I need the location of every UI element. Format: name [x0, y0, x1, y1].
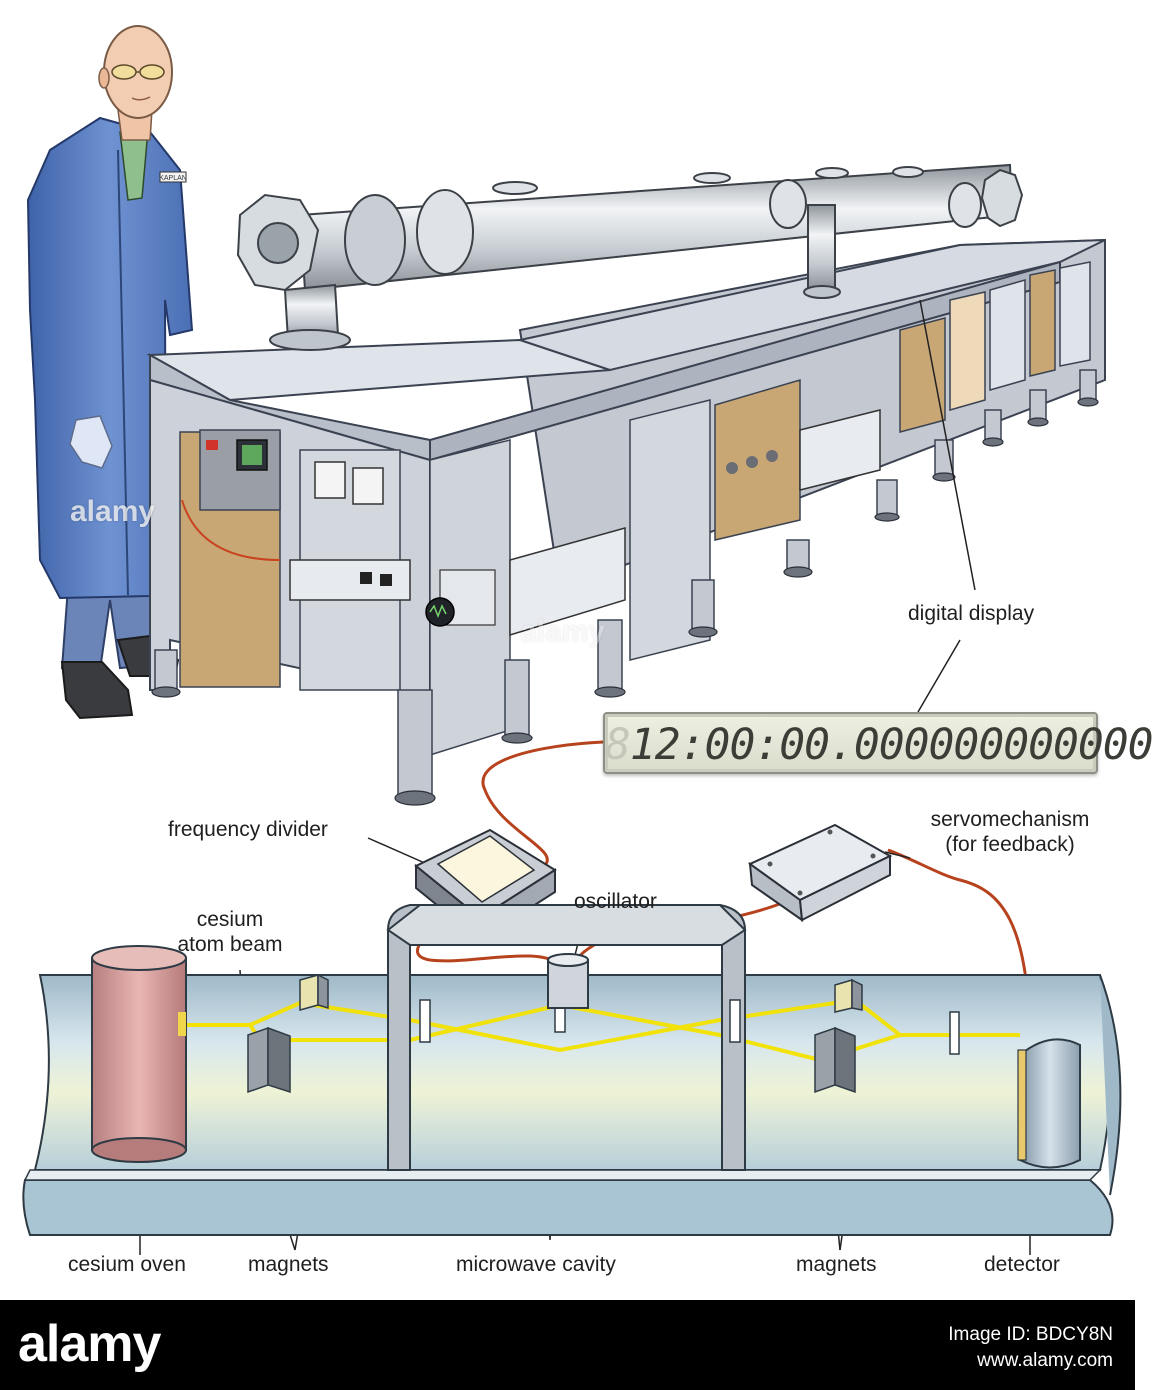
label-magnets-right: magnets	[796, 1253, 877, 1276]
label-detector: detector	[984, 1253, 1060, 1276]
watermark-overlay-2: alamy	[520, 615, 606, 648]
label-servomechanism: servomechanism	[930, 808, 1090, 831]
equipment-rack	[146, 163, 1106, 806]
detector-unit	[1017, 1038, 1081, 1169]
cesium-atom-beam	[182, 997, 1020, 1063]
magnets-left	[247, 973, 329, 1094]
servomechanism-box	[748, 823, 893, 923]
label-for-feedback: (for feedback)	[945, 833, 1075, 856]
magnets-right	[814, 978, 960, 1094]
watermark-info: Image ID: BDCY8N www.alamy.com	[948, 1322, 1113, 1374]
label-atom-beam: atom beam	[177, 933, 283, 956]
watermark-brand: alamy	[18, 1315, 161, 1373]
label-oscillator: oscillator	[574, 890, 657, 913]
watermark-overlay-1: alamy	[70, 495, 156, 528]
watermark-site: www.alamy.com	[977, 1350, 1113, 1371]
label-cesium-oven: cesium oven	[68, 1253, 186, 1276]
label-digital-display: digital display	[908, 602, 1035, 625]
display-ghost-digit: 8	[605, 720, 631, 770]
cesium-oven	[91, 945, 187, 1163]
label-frequency-divider: frequency divider	[168, 818, 328, 841]
illustration: KAPLAN	[22, 25, 1122, 1255]
watermark-footer: alamy Image ID: BDCY8N www.alamy.com	[0, 1300, 1135, 1390]
label-magnets-left: magnets	[248, 1253, 329, 1276]
label-cesium: cesium	[196, 908, 264, 931]
vacuum-tube-cutaway	[22, 904, 1122, 1236]
name-badge-text: KAPLAN	[159, 175, 187, 182]
watermark-image-id: Image ID: BDCY8N	[948, 1324, 1113, 1345]
label-microwave-cavity: microwave cavity	[456, 1253, 616, 1276]
oscillator-unit	[547, 953, 589, 1009]
display-time: 12:00:00.000000000000	[629, 720, 1153, 770]
microwave-cavity	[386, 904, 747, 1171]
digital-display-readout: 812:00:00.000000000000	[603, 712, 1153, 774]
